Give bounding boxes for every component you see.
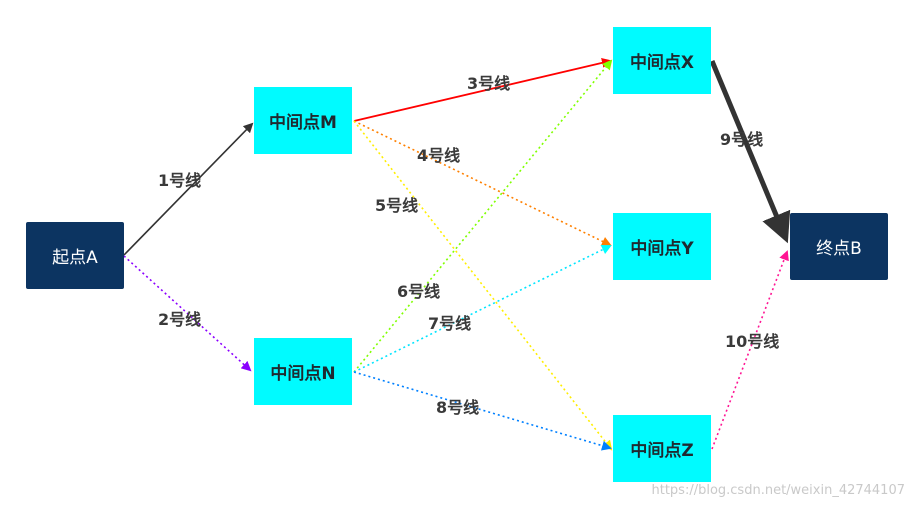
node-mid-m: 中间点M xyxy=(254,87,352,154)
edge-label-line1: 1号线 xyxy=(158,171,202,190)
node-mid-n-label: 中间点N xyxy=(270,364,336,384)
edge-label-line6: 6号线 xyxy=(397,282,441,301)
node-mid-m-label: 中间点M xyxy=(269,113,337,133)
edge-label-line8: 8号线 xyxy=(436,398,480,417)
edge-line2 xyxy=(123,255,252,372)
node-mid-x-label: 中间点X xyxy=(629,53,695,73)
edge-label-line4: 4号线 xyxy=(417,146,461,165)
node-mid-n: 中间点N xyxy=(254,338,352,405)
edge-line1 xyxy=(123,122,254,256)
node-mid-y-label: 中间点Y xyxy=(630,239,694,259)
edge-label-line7: 7号线 xyxy=(428,314,472,333)
node-mid-y: 中间点Y xyxy=(613,213,711,280)
edge-line6 xyxy=(353,59,613,373)
edge-label-line10: 10号线 xyxy=(725,332,780,351)
edge-line3 xyxy=(353,57,612,122)
edge-label-line2: 2号线 xyxy=(158,310,202,329)
edge-line4 xyxy=(353,120,612,247)
edge-line9 xyxy=(709,60,791,244)
edge-label-line9: 9号线 xyxy=(720,130,764,149)
edge-line5 xyxy=(353,120,613,451)
node-start-a: 起点A xyxy=(26,222,124,289)
node-end-b: 终点B xyxy=(790,213,888,280)
edge-line10 xyxy=(711,250,789,450)
watermark-text: https://blog.csdn.net/weixin_42744107 xyxy=(651,483,905,498)
edge-line8 xyxy=(353,371,612,451)
edge-line7 xyxy=(353,245,612,373)
node-mid-z: 中间点Z xyxy=(613,415,711,482)
node-mid-z-label: 中间点Z xyxy=(630,441,694,461)
edge-label-line5: 5号线 xyxy=(375,196,419,215)
edge-label-line3: 3号线 xyxy=(467,74,511,93)
node-end-b-label: 终点B xyxy=(816,239,862,259)
node-mid-x: 中间点X xyxy=(613,27,711,94)
node-start-a-label: 起点A xyxy=(52,248,98,268)
